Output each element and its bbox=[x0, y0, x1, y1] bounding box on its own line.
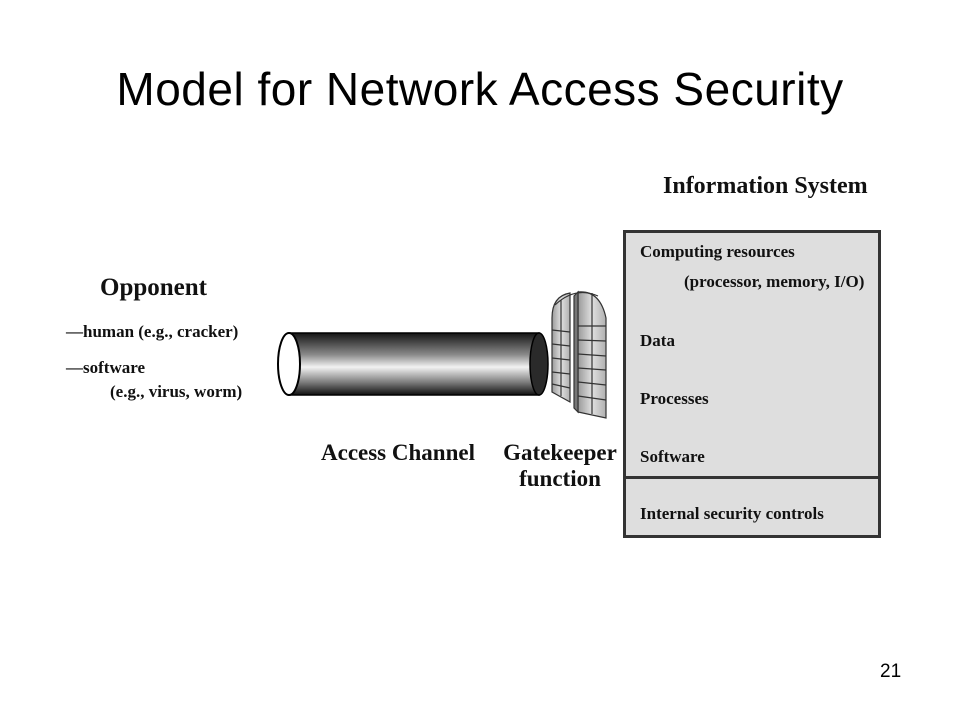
gatekeeper-icon bbox=[551, 290, 607, 419]
is-item-data: Data bbox=[640, 331, 675, 350]
is-item-processes: Processes bbox=[640, 389, 709, 408]
page-number: 21 bbox=[880, 661, 902, 682]
information-system-divider bbox=[623, 476, 881, 479]
information-system-box bbox=[623, 230, 881, 538]
dash-prefix: — bbox=[66, 322, 83, 341]
opponent-item-software-examples: (e.g., virus, worm) bbox=[110, 382, 243, 401]
is-item-computing-details: (processor, memory, I/O) bbox=[684, 272, 865, 291]
opponent-heading: Opponent bbox=[100, 274, 207, 301]
slide-title: Model for Network Access Security bbox=[116, 63, 844, 115]
gatekeeper-label-line1: Gatekeeper bbox=[503, 440, 617, 465]
opponent-item-label: software bbox=[83, 358, 145, 377]
gatekeeper-label: Gatekeeper function bbox=[496, 440, 624, 492]
opponent-item-label: human (e.g., cracker) bbox=[83, 322, 239, 341]
opponent-item-software: —software bbox=[66, 358, 145, 378]
gatekeeper-label-line2: function bbox=[519, 466, 601, 491]
is-item-software: Software bbox=[640, 447, 705, 466]
dash-prefix: — bbox=[66, 358, 83, 377]
is-item-computing-resources: Computing resources bbox=[640, 242, 795, 261]
opponent-item-human: —human (e.g., cracker) bbox=[66, 322, 238, 342]
is-item-internal-security-controls: Internal security controls bbox=[640, 504, 824, 523]
access-channel-pipe bbox=[277, 332, 549, 396]
access-channel-label: Access Channel bbox=[321, 440, 475, 465]
information-system-title: Information System bbox=[663, 173, 868, 199]
